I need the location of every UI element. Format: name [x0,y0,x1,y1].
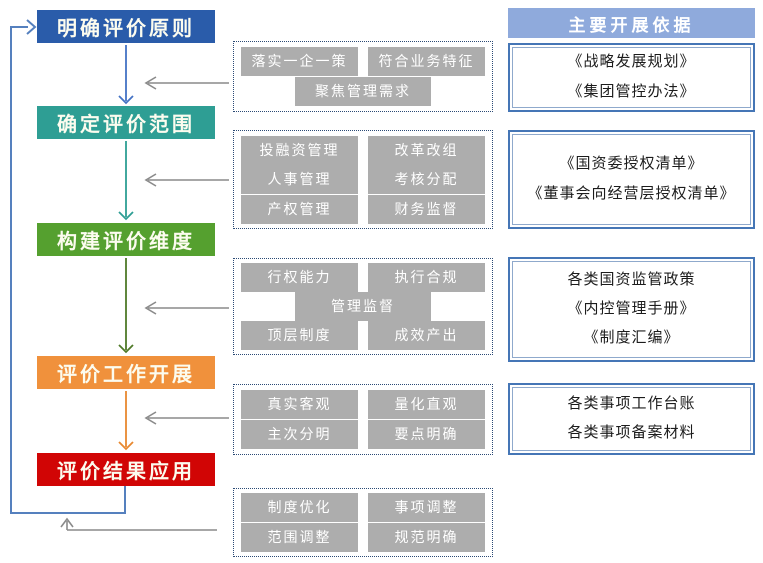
tag: 符合业务特征 [368,47,485,76]
reference-box-1: 《战略发展规划》 《集团管控办法》 [508,43,755,112]
reference-box-inner: 各类事项工作台账 各类事项备案材料 [512,387,751,451]
tag-row: 顶层制度 成效产出 [241,321,485,350]
tag: 成效产出 [368,321,485,350]
reference-line: 各类事项备案材料 [567,425,696,441]
tag-row: 范围调整 规范明确 [241,522,485,552]
tag: 人事管理 [241,165,358,194]
arrow-step3-step4-head-icon [118,344,134,354]
tag-group-dimensions: 行权能力 执行合规 管理监督 顶层制度 成效产出 [233,258,493,355]
tag: 要点明确 [368,420,485,449]
reference-box-inner: 《战略发展规划》 《集团管控办法》 [512,47,751,108]
tag: 量化直观 [368,390,485,419]
tag-group-results: 制度优化 事项调整 范围调整 规范明确 [233,488,493,557]
reference-box-4: 各类事项工作台账 各类事项备案材料 [508,383,755,455]
tag-row: 真实客观 量化直观 [241,390,485,419]
reference-line: 各类国资监管政策 [567,271,696,288]
tag-row: 行权能力 执行合规 [241,263,485,292]
tag: 主次分明 [241,420,358,449]
tag: 真实客观 [241,390,358,419]
tag: 改革改组 [368,135,485,165]
reference-box-3: 各类国资监管政策 《内控管理手册》 《制度汇编》 [508,257,755,362]
flow-step-define-principles: 明确评价原则 [37,10,215,43]
tag: 顶层制度 [241,321,358,350]
reference-box-2: 《国资委授权清单》 《董事会向经营层授权清单》 [508,130,755,229]
tag: 投融资管理 [241,135,358,165]
tag: 考核分配 [368,165,485,194]
feedback-loop-line [10,26,126,514]
arrow-step1-step2-head-icon [118,95,134,105]
tag-group-evaluation: 真实客观 量化直观 主次分明 要点明确 [233,384,493,455]
flow-step-conduct-evaluation: 评价工作开展 [37,356,215,389]
tag: 行权能力 [241,263,358,292]
tag: 规范明确 [368,522,485,552]
tag: 产权管理 [241,194,358,224]
reference-box-inner: 各类国资监管政策 《内控管理手册》 《制度汇编》 [512,261,751,358]
tag: 管理监督 [294,292,432,321]
gray-arrow-1-head-icon [144,76,157,90]
tag-row: 人事管理 考核分配 [241,165,485,194]
tag: 落实一企一策 [241,47,358,76]
tag: 制度优化 [241,493,358,523]
flow-step-apply-results: 评价结果应用 [37,453,215,486]
reference-line: 《集团管控办法》 [567,83,696,100]
reference-line: 《国资委授权清单》 [559,156,704,173]
reference-line: 《董事会向经营层授权清单》 [527,185,736,202]
gray-arrow-4-head-icon [144,411,157,425]
tag: 范围调整 [241,522,358,552]
tag-row: 聚焦管理需求 [241,77,485,106]
tag: 执行合规 [368,263,485,292]
reference-line: 《制度汇编》 [583,330,680,347]
tag-group-principles: 落实一企一策 符合业务特征 聚焦管理需求 [233,41,493,112]
tag: 聚焦管理需求 [294,77,432,106]
reference-line: 《内控管理手册》 [567,300,696,317]
tag-group-scope: 投融资管理 改革改组 人事管理 考核分配 产权管理 财务监督 [233,130,493,229]
tag: 事项调整 [368,493,485,523]
gray-arrow-bottom-head-icon [60,517,74,528]
tag-row: 制度优化 事项调整 [241,493,485,523]
arrow-step2-step3-head-icon [118,211,134,221]
reference-line: 各类事项工作台账 [567,395,696,412]
tag-row: 主次分明 要点明确 [241,420,485,449]
tag-row: 落实一企一策 符合业务特征 [241,47,485,76]
tag-row: 管理监督 [241,292,485,321]
tag-row: 投融资管理 改革改组 [241,135,485,165]
arrow-step4-step5-head-icon [118,441,134,451]
gray-arrow-3-head-icon [144,301,157,315]
gray-arrow-2-head-icon [144,173,157,187]
tag: 财务监督 [368,194,485,224]
reference-line: 《战略发展规划》 [567,54,696,71]
flow-step-build-dimensions: 构建评价维度 [37,223,215,256]
reference-box-inner: 《国资委授权清单》 《董事会向经营层授权清单》 [512,134,751,225]
flow-step-define-scope: 确定评价范围 [37,106,215,139]
feedback-loop-arrowhead-icon [26,19,37,35]
tag-row: 产权管理 财务监督 [241,194,485,224]
reference-header: 主要开展依据 [508,8,755,38]
